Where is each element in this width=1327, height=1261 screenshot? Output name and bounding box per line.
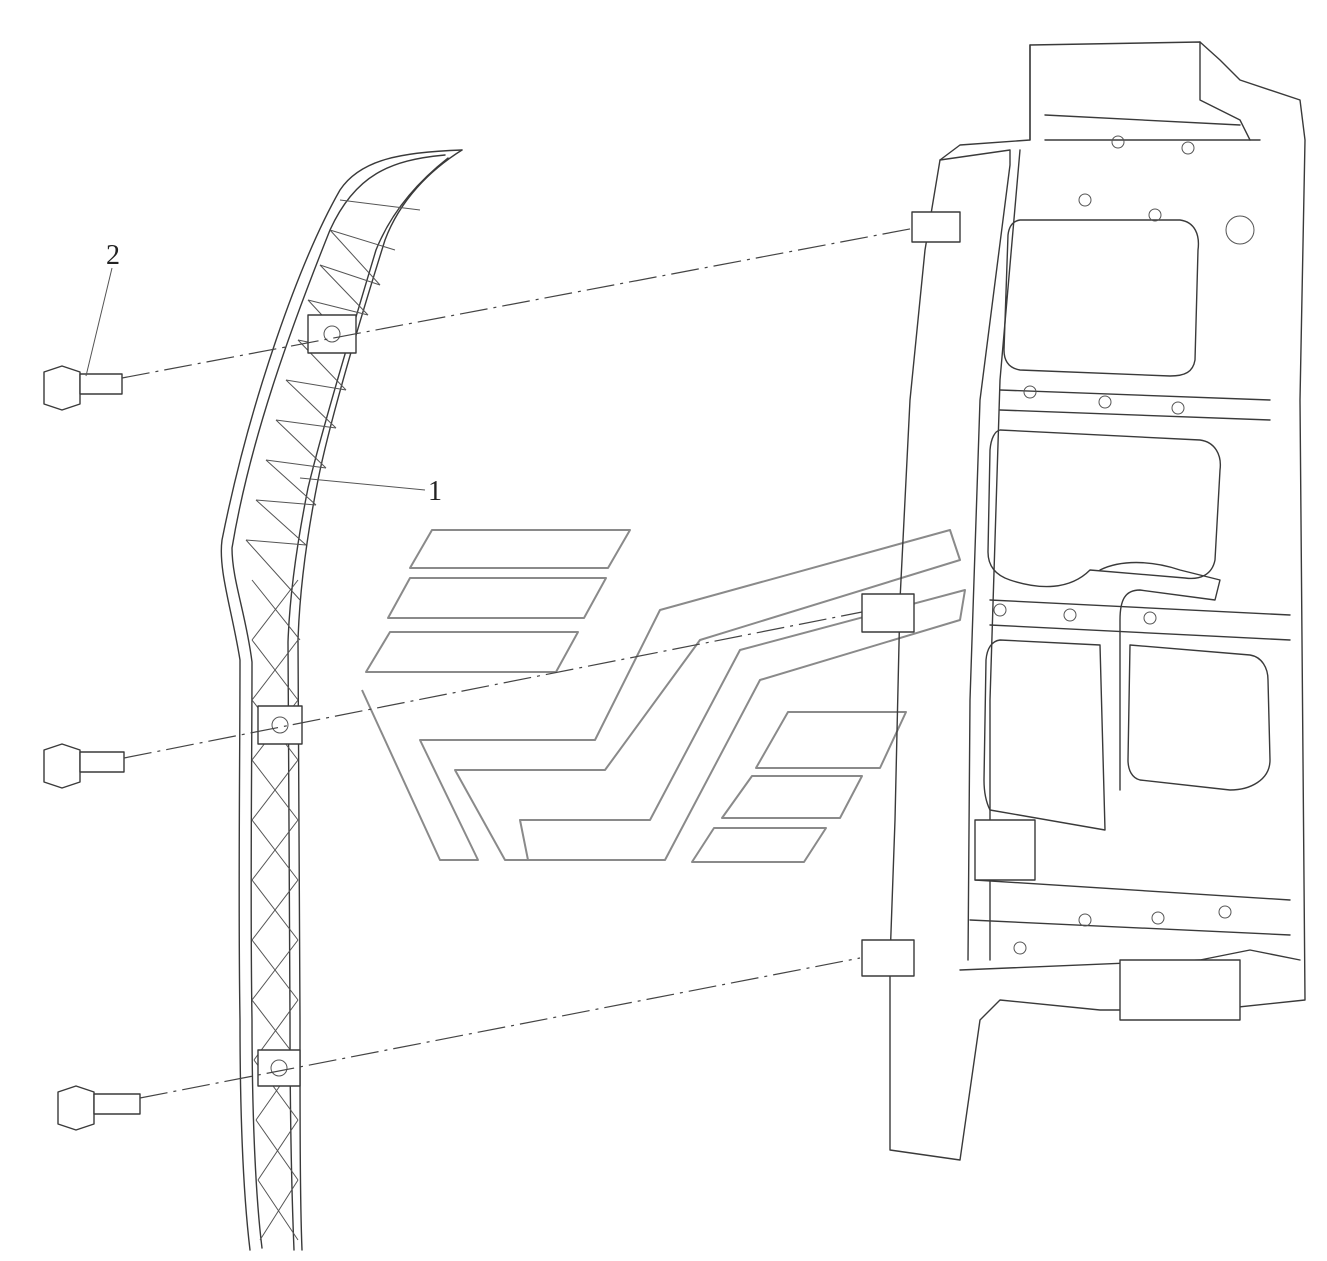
callout-2: 2 (85, 240, 120, 377)
callout-1-label: 1 (428, 476, 442, 507)
assembly-centerlines (121, 227, 916, 1099)
trim-panel-part-1 (220, 149, 463, 1251)
bolt-part-2-top (43, 365, 123, 411)
cab-side-frame (861, 41, 1306, 1161)
bolt-part-2-middle (43, 743, 125, 789)
callout-1: 1 (299, 476, 442, 507)
bolt-part-2-bottom (57, 1085, 141, 1131)
callout-2-label: 2 (106, 240, 120, 271)
watermark-logo (361, 529, 966, 863)
